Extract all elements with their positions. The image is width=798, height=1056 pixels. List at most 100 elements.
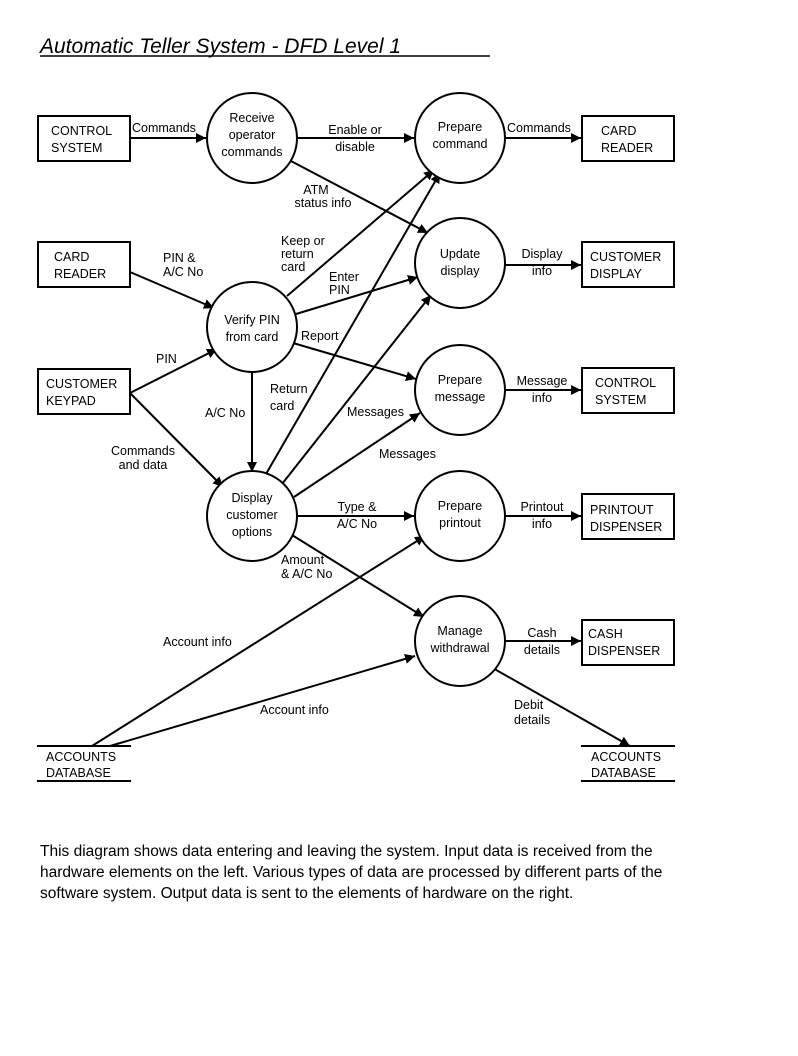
diagram-label: command xyxy=(433,137,488,151)
diagram-label: details xyxy=(514,713,550,727)
flow-withdrawal-to-accounts xyxy=(490,666,631,747)
flow-label-cash-details: Cash xyxy=(527,626,556,640)
external-entity-card-reader-out: CARD READER xyxy=(581,115,675,162)
flow-verify-to-prepare-command xyxy=(286,169,435,297)
diagram-label: SYSTEM xyxy=(51,141,102,155)
data-store-accounts-left: ACCOUNTS DATABASE xyxy=(37,745,131,782)
diagram-label: ACCOUNTS xyxy=(46,750,116,764)
diagram-label: customer xyxy=(226,508,277,522)
flow-label-account-info-1: Account info xyxy=(163,635,232,649)
diagram-label: CONTROL xyxy=(51,124,112,138)
process-manage-withdrawal: Manage withdrawal xyxy=(414,595,506,687)
diagram-label: commands xyxy=(221,145,282,159)
diagram-label: KEYPAD xyxy=(46,394,96,408)
diagram-label: Prepare xyxy=(438,499,483,513)
flow-label-account-info-2: Account info xyxy=(260,703,329,717)
diagram-label: READER xyxy=(601,141,653,155)
diagram-title: Automatic Teller System - DFD Level 1 xyxy=(38,35,401,58)
external-entity-control-system-out: CONTROL SYSTEM xyxy=(581,367,675,414)
flow-label-display-info: Display xyxy=(522,247,564,261)
diagram-label: CASH xyxy=(588,627,623,641)
flow-label-pin: PIN xyxy=(156,352,177,366)
process-receive-commands: Receive operator commands xyxy=(206,92,298,184)
diagram-label: DISPLAY xyxy=(590,267,643,281)
flow-accounts-to-prepare-printout xyxy=(91,535,426,747)
diagram-label: DISPENSER xyxy=(590,520,662,534)
diagram-label: DATABASE xyxy=(591,766,656,780)
diagram-label: CARD xyxy=(54,250,89,264)
flow-card-reader-to-verify xyxy=(129,271,215,309)
flow-label-printout-info: Printout xyxy=(520,500,564,514)
process-prepare-printout: Prepare printout xyxy=(414,470,506,562)
flow-label-type-ac: Type & xyxy=(338,500,378,514)
process-display-options: Display customer options xyxy=(206,470,298,562)
flow-label-enter-pin: Enter xyxy=(329,270,359,284)
external-entity-customer-keypad: CUSTOMER KEYPAD xyxy=(37,368,131,415)
diagram-label: from card xyxy=(226,330,279,344)
diagram-label: & A/C No xyxy=(281,567,332,581)
diagram-label: PRINTOUT xyxy=(590,503,654,517)
diagram-label: Manage xyxy=(437,624,482,638)
external-entity-card-reader: CARD READER xyxy=(37,241,131,288)
flow-label-enable-disable: Enable or xyxy=(328,123,382,137)
flow-receive-to-update-display xyxy=(288,159,429,234)
flow-display-options-to-prepare-command xyxy=(265,172,441,475)
diagram-label: card xyxy=(270,399,294,413)
diagram-label: options xyxy=(232,525,272,539)
flow-label-commands-data: Commands xyxy=(111,444,175,458)
diagram-label: display xyxy=(441,264,481,278)
diagram-label: card xyxy=(281,260,305,274)
flow-label-amount-ac: Amount xyxy=(281,553,325,567)
external-entity-printout-dispenser: PRINTOUT DISPENSER xyxy=(581,493,675,540)
diagram-label: Verify PIN xyxy=(224,313,280,327)
flow-label-message-info: Message xyxy=(517,374,568,388)
diagram-label: info xyxy=(532,517,552,531)
flow-display-options-to-prepare-message xyxy=(293,412,421,498)
diagram-label: A/C No xyxy=(163,265,203,279)
flow-label-messages-1: Messages xyxy=(347,405,404,419)
flow-display-options-to-withdrawal xyxy=(291,534,425,618)
flow-accounts-to-withdrawal xyxy=(109,654,416,747)
diagram-label: message xyxy=(435,390,486,404)
diagram-label: Update xyxy=(440,247,480,261)
diagram-label: A/C No xyxy=(337,517,377,531)
diagram-label: status info xyxy=(295,196,352,210)
diagram-label: CUSTOMER xyxy=(46,377,117,391)
flow-label-commands-1: Commands xyxy=(132,121,196,135)
flow-label-report: Report xyxy=(301,329,339,343)
flow-label-pin-ac: PIN & xyxy=(163,251,196,265)
diagram-label: Prepare xyxy=(438,120,483,134)
flow-label-commands-2: Commands xyxy=(507,121,571,135)
diagram-label: printout xyxy=(439,516,481,530)
diagram-label: CUSTOMER xyxy=(590,250,661,264)
diagram-label: details xyxy=(524,643,560,657)
diagram-label: CARD xyxy=(601,124,636,138)
diagram-label: SYSTEM xyxy=(595,393,646,407)
data-store-accounts-right: ACCOUNTS DATABASE xyxy=(581,745,675,782)
diagram-label: READER xyxy=(54,267,106,281)
diagram-label: ACCOUNTS xyxy=(591,750,661,764)
diagram-label: DATABASE xyxy=(46,766,111,780)
diagram-label: PIN xyxy=(329,283,350,297)
flow-label-ac-no: A/C No xyxy=(205,406,245,420)
flow-labels: Commands Commands Enable or disable ATM … xyxy=(111,121,571,727)
flow-arrows xyxy=(91,133,631,747)
flow-keypad-to-display-options xyxy=(129,392,224,488)
flow-keypad-to-verify xyxy=(129,348,218,394)
flow-verify-to-update-display xyxy=(295,275,419,315)
flow-label-return-card: Return xyxy=(270,382,308,396)
diagram-label: CONTROL xyxy=(595,376,656,390)
external-entity-customer-display: CUSTOMER DISPLAY xyxy=(581,241,675,288)
diagram-label: Receive xyxy=(229,111,274,125)
diagram-label: and data xyxy=(119,458,168,472)
diagram-label: disable xyxy=(335,140,375,154)
diagram-label: withdrawal xyxy=(429,641,489,655)
process-prepare-message: Prepare message xyxy=(414,344,506,436)
process-prepare-command: Prepare command xyxy=(414,92,506,184)
flow-verify-to-prepare-message xyxy=(292,342,417,381)
flow-label-keep-return: Keep or xyxy=(281,234,325,248)
diagram-caption: This diagram shows data entering and lea… xyxy=(40,843,663,902)
flow-label-atm-status: ATM xyxy=(303,183,328,197)
process-update-display: Update display xyxy=(414,217,506,309)
